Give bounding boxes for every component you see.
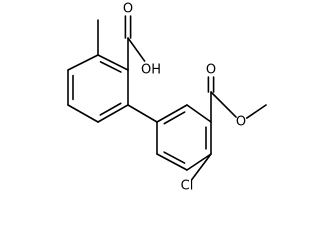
atom-label-ester-single-oxygen: O [236,115,246,130]
bond-c_b_cl-cl [191,153,212,181]
bond-c_biaryl_a-c_a_bottom-inner [99,102,122,116]
bond-layer [67,15,267,181]
bond-c_b_bottom-c_b_lower_left-outer [156,153,188,171]
bond-c_acid-o_acid_hydroxyl [127,37,146,62]
bond-c_biaryl_a-c_biaryl_b [127,104,158,123]
bond-c_b_cl-c_b_bottom [186,153,212,171]
molecule-structure-diagram: O OH O O Cl [67,2,267,194]
bond-c_a_upper_left-c_methyl [67,54,99,71]
bond-c_biaryl_a-c_a_bottom-outer [97,104,129,123]
atom-label-acid-carbonyl-oxygen: O [123,2,133,17]
bond-c_biaryl_b-c_b_top-outer [156,104,188,123]
atom-label-ester-carbonyl-oxygen: O [206,63,216,78]
bond-c_methyl-c_cooh_ring-inner [99,61,122,73]
atom-label-chlorine: Cl [181,179,194,194]
bond-o_ester_single-c_ester_methyl [245,104,267,119]
bond-c_a_bottom-c_a_lower_left [67,104,99,123]
atom-label-layer: O OH O O Cl [123,2,246,194]
bond-c_ester-o_ester_single [210,91,237,118]
bond-c_b_bottom-c_b_lower_left-inner [163,151,186,164]
bond-c_methyl-c_cooh_ring-outer [97,54,129,71]
atom-label-acid-hydroxyl: OH [141,63,161,78]
bond-c_b_top-c_b_ester_ring [186,104,212,123]
bond-c_biaryl_b-c_b_top-inner [163,111,186,125]
